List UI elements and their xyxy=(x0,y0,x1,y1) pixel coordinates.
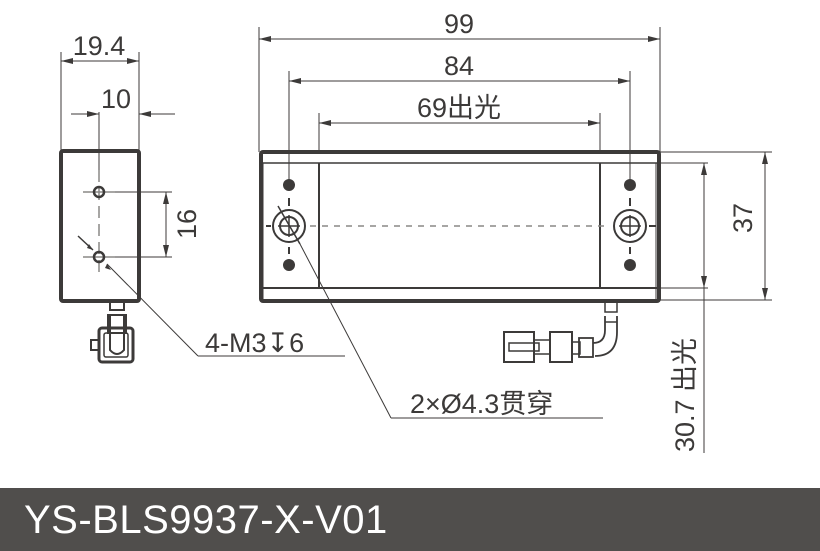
side-view xyxy=(59,52,345,364)
front-view xyxy=(258,27,772,453)
dim-mount-pitch-label: 84 xyxy=(444,51,474,81)
dim-side-offset-label: 10 xyxy=(101,84,131,114)
dim-emitting-length-label: 69出光 xyxy=(417,93,501,123)
dim-emitting-width-label: 30.7 出光 xyxy=(670,338,700,452)
technical-drawing: 19.4 10 16 4-M3↧6 99 84 69出光 37 30.7 出光 … xyxy=(59,9,772,453)
callout-through-hole-label: 2×Ø4.3贯穿 xyxy=(410,389,553,419)
dim-hole-pitch-label: 16 xyxy=(172,209,202,239)
dim-overall-length-label: 99 xyxy=(444,9,474,39)
dim-height-label: 37 xyxy=(728,203,758,233)
callout-thread-label: 4-M3↧6 xyxy=(205,328,304,358)
model-banner: YS-BLS9937-X-V01 xyxy=(0,488,820,551)
dim-side-width-label: 19.4 xyxy=(73,31,126,61)
model-number: YS-BLS9937-X-V01 xyxy=(24,498,388,542)
dimension-labels: 19.4 10 16 4-M3↧6 99 84 69出光 37 30.7 出光 … xyxy=(73,9,758,452)
